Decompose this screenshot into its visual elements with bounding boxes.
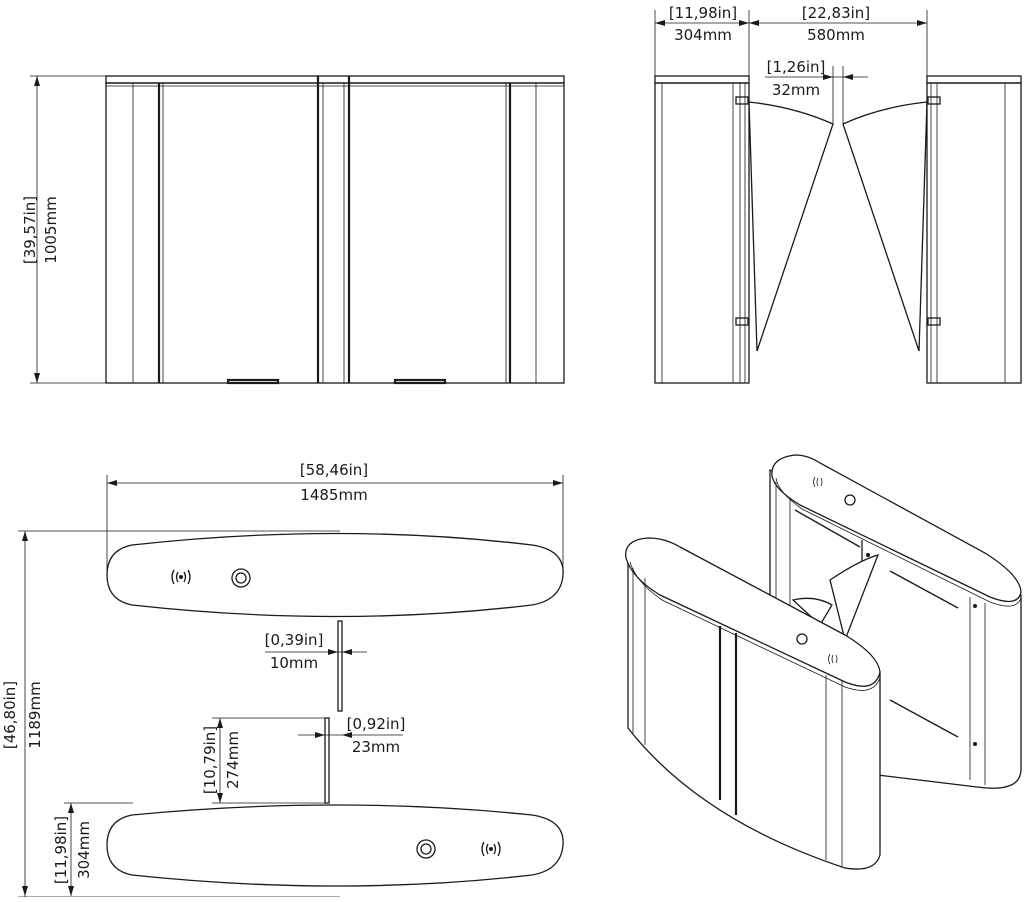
side-passage-width-metric: 580mm <box>807 26 865 44</box>
side-cabinet-width-imperial: [11,98in] <box>669 4 737 22</box>
side-passage-width-imperial: [22,83in] <box>802 4 870 22</box>
plan-length-imperial: [58,46in] <box>300 461 368 479</box>
plan-wing-gap-imperial: [0,92in] <box>347 715 406 733</box>
side-gap-imperial: [1,26in] <box>767 58 826 76</box>
indicator-light-icon <box>231 568 251 588</box>
plan-wing-thickness-metric: 10mm <box>270 654 318 672</box>
side-cabinet-width-metric: 304mm <box>674 26 732 44</box>
rfid-reader-icon <box>171 569 191 585</box>
plan-wing-thickness-imperial: [0,39in] <box>265 631 324 649</box>
plan-overall-width-imperial: [46,80in] <box>1 681 19 749</box>
indicator-light-icon <box>416 839 436 859</box>
plan-overall-width-metric: 1189mm <box>26 681 44 748</box>
side-width-dimensions: [11,98in] 304mm [22,83in] 580mm [1,26in]… <box>654 4 928 124</box>
side-elevation-view <box>654 75 1022 384</box>
plan-cabinet-width-imperial: [11,98in] <box>52 816 70 884</box>
plan-wing-length-imperial: [10,79in] <box>201 726 219 794</box>
front-elevation-view <box>105 75 565 385</box>
front-height-metric: 1005mm <box>42 196 60 263</box>
plan-length-metric: 1485mm <box>300 486 367 504</box>
side-gap-metric: 32mm <box>772 81 820 99</box>
plan-dimensions: [58,46in] 1485mm [46,80in] 1189mm [0,39i… <box>1 461 564 898</box>
front-height-imperial: [39,57in] <box>21 196 39 264</box>
plan-wing-gap-metric: 23mm <box>352 738 400 756</box>
plan-wing-length-metric: 274mm <box>224 731 242 789</box>
isometric-view <box>625 454 1022 870</box>
rfid-reader-icon <box>481 841 501 857</box>
front-height-dimension: [39,57in] 1005mm <box>21 75 106 384</box>
plan-cabinet-width-metric: 304mm <box>75 821 93 879</box>
plan-view <box>106 532 564 887</box>
